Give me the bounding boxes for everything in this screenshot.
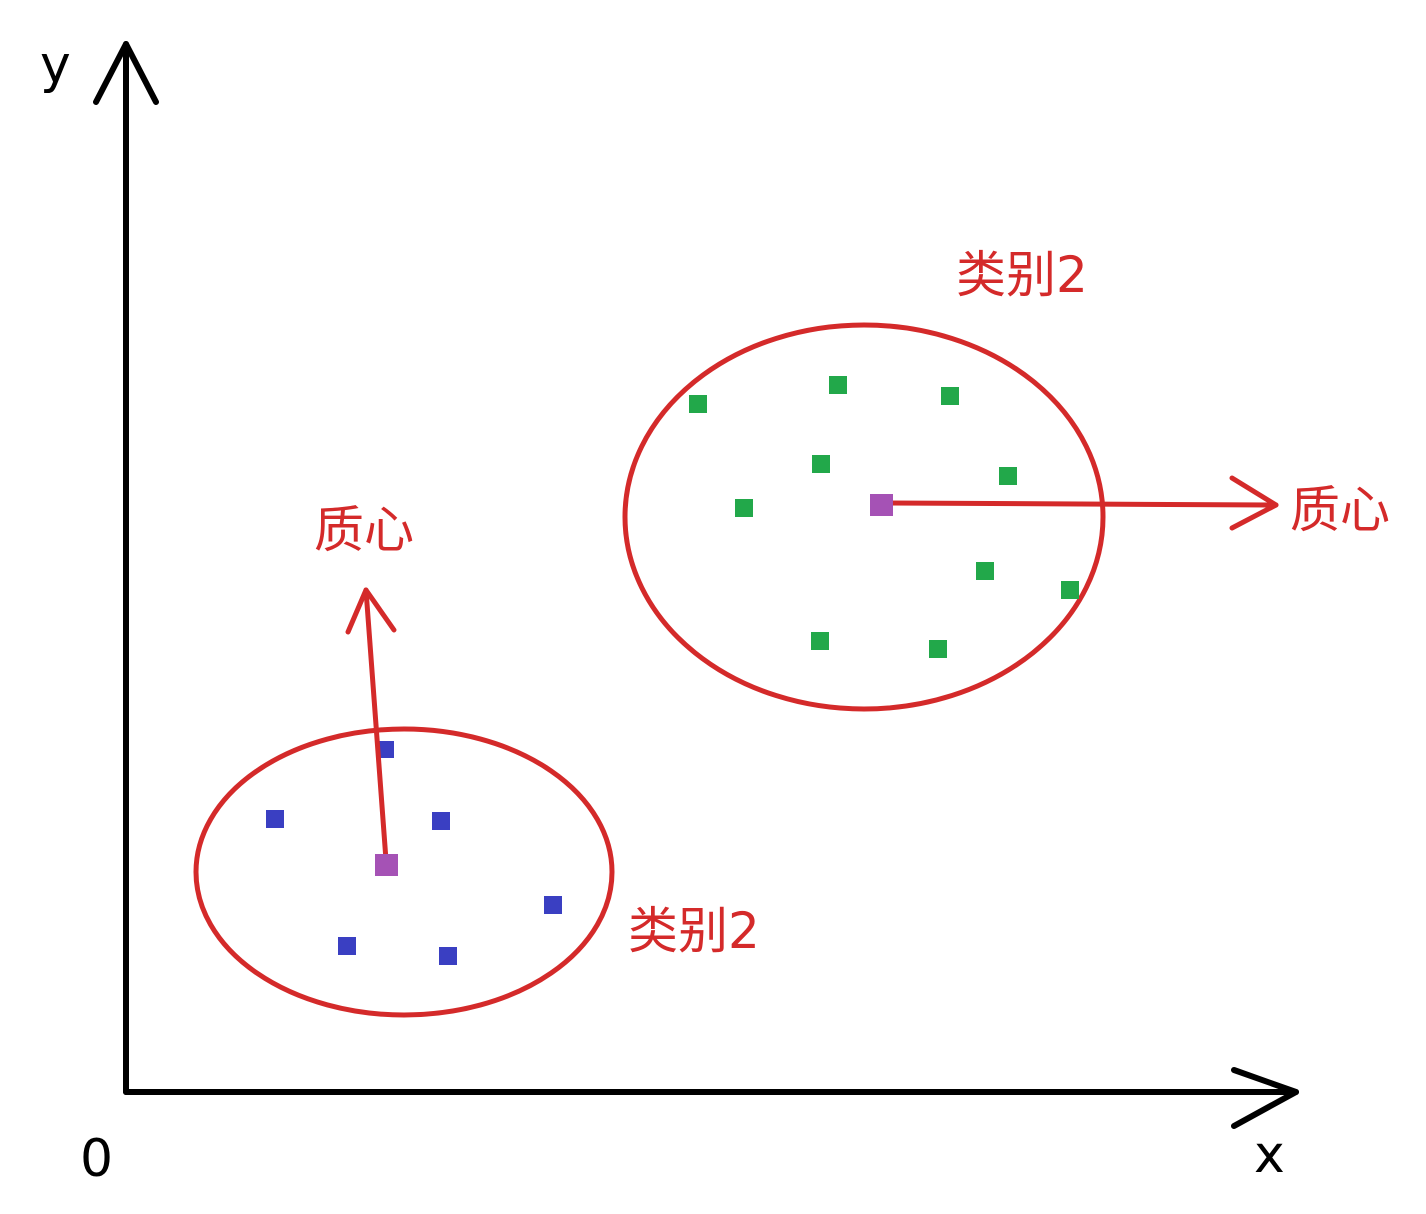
y-axis-arrowhead (93, 41, 159, 105)
cluster-bottom-boundary (193, 726, 615, 1018)
centroid-left-arrowhead (345, 587, 397, 635)
centroid-bottom-marker (375, 854, 398, 876)
cluster-top-point (812, 455, 830, 473)
centroid-right-arrow-shaft (879, 500, 1279, 508)
centroid-right-label: 质心 (1290, 481, 1390, 539)
y-axis-label: y (40, 35, 71, 95)
cluster-top-boundary (622, 322, 1106, 712)
cluster-top-point (689, 395, 707, 413)
origin-label: 0 (80, 1129, 113, 1189)
cluster-top-point (811, 632, 829, 650)
cluster-top-point (976, 562, 994, 580)
cluster-top-point (735, 499, 753, 517)
centroid-right-arrowhead (1229, 475, 1279, 531)
centroid-left-arrow-shaft (363, 587, 389, 863)
centroid-top-marker (870, 494, 893, 516)
cluster-bottom-point (338, 937, 356, 955)
cluster-bottom-label: 类别2 (628, 902, 760, 960)
cluster-top-point (941, 387, 959, 405)
cluster-bottom-points (266, 741, 562, 965)
axes (93, 41, 1299, 1129)
cluster-top-point (829, 376, 847, 394)
cluster-top-point (1061, 581, 1079, 599)
cluster-bottom-point (439, 947, 457, 965)
cluster-bottom-point (266, 810, 284, 828)
centroid-left-label: 质心 (314, 501, 414, 559)
x-axis-label: x (1254, 1125, 1285, 1185)
cluster-top-point (999, 467, 1017, 485)
cluster-top-label: 类别2 (956, 246, 1088, 304)
cluster-bottom-point (432, 812, 450, 830)
x-axis-arrowhead (1231, 1067, 1299, 1129)
cluster-top-points (689, 376, 1079, 658)
cluster-top-point (929, 640, 947, 658)
cluster-bottom-point (544, 896, 562, 914)
cluster-bottom-point (377, 741, 394, 758)
